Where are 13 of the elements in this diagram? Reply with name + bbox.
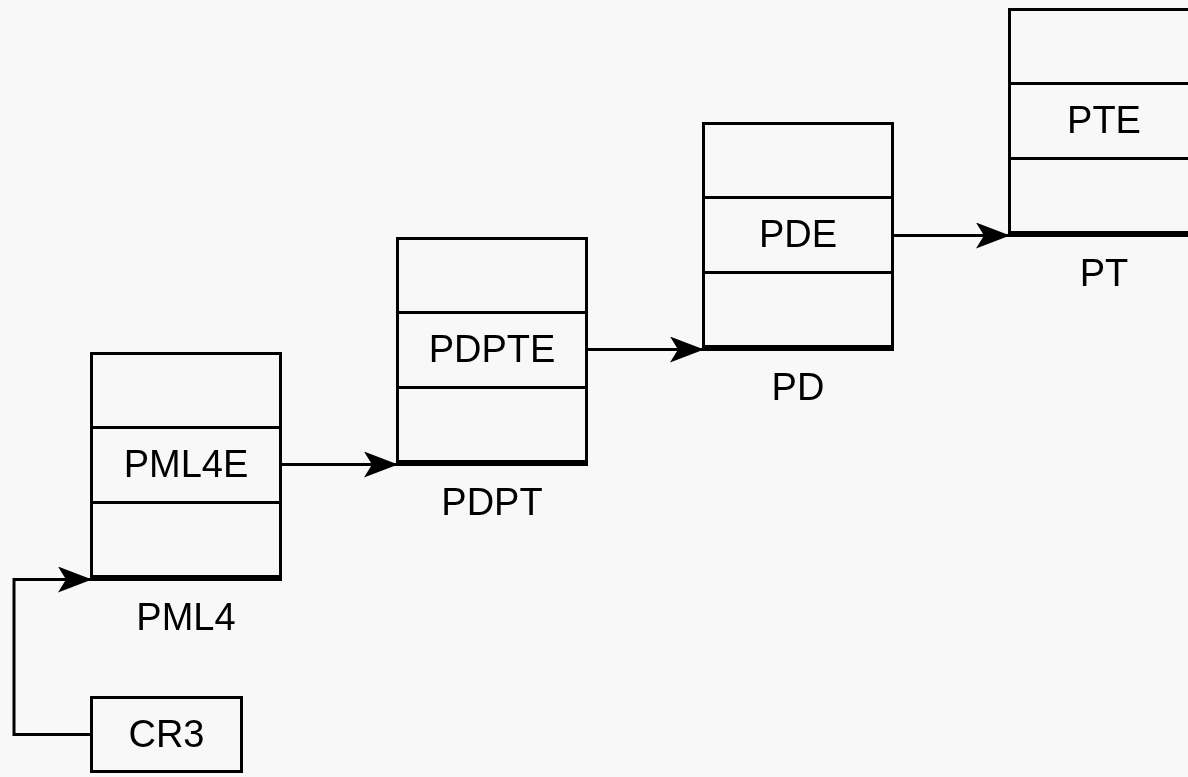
- table-entry: PDE: [705, 199, 891, 274]
- arrow: [279, 451, 398, 478]
- table-entry: PDPTE: [399, 314, 585, 389]
- table-entry: PML4E: [93, 429, 279, 504]
- table-label: PD: [771, 366, 825, 409]
- table-label: PDPT: [441, 481, 543, 524]
- arrow: [891, 222, 1010, 249]
- arrow: [12, 566, 92, 736]
- table-entry: PTE: [1011, 85, 1188, 160]
- register-box: CR3: [90, 696, 243, 773]
- arrow: [585, 336, 704, 363]
- table-label: PML4: [136, 596, 236, 639]
- table-label: PT: [1079, 252, 1129, 295]
